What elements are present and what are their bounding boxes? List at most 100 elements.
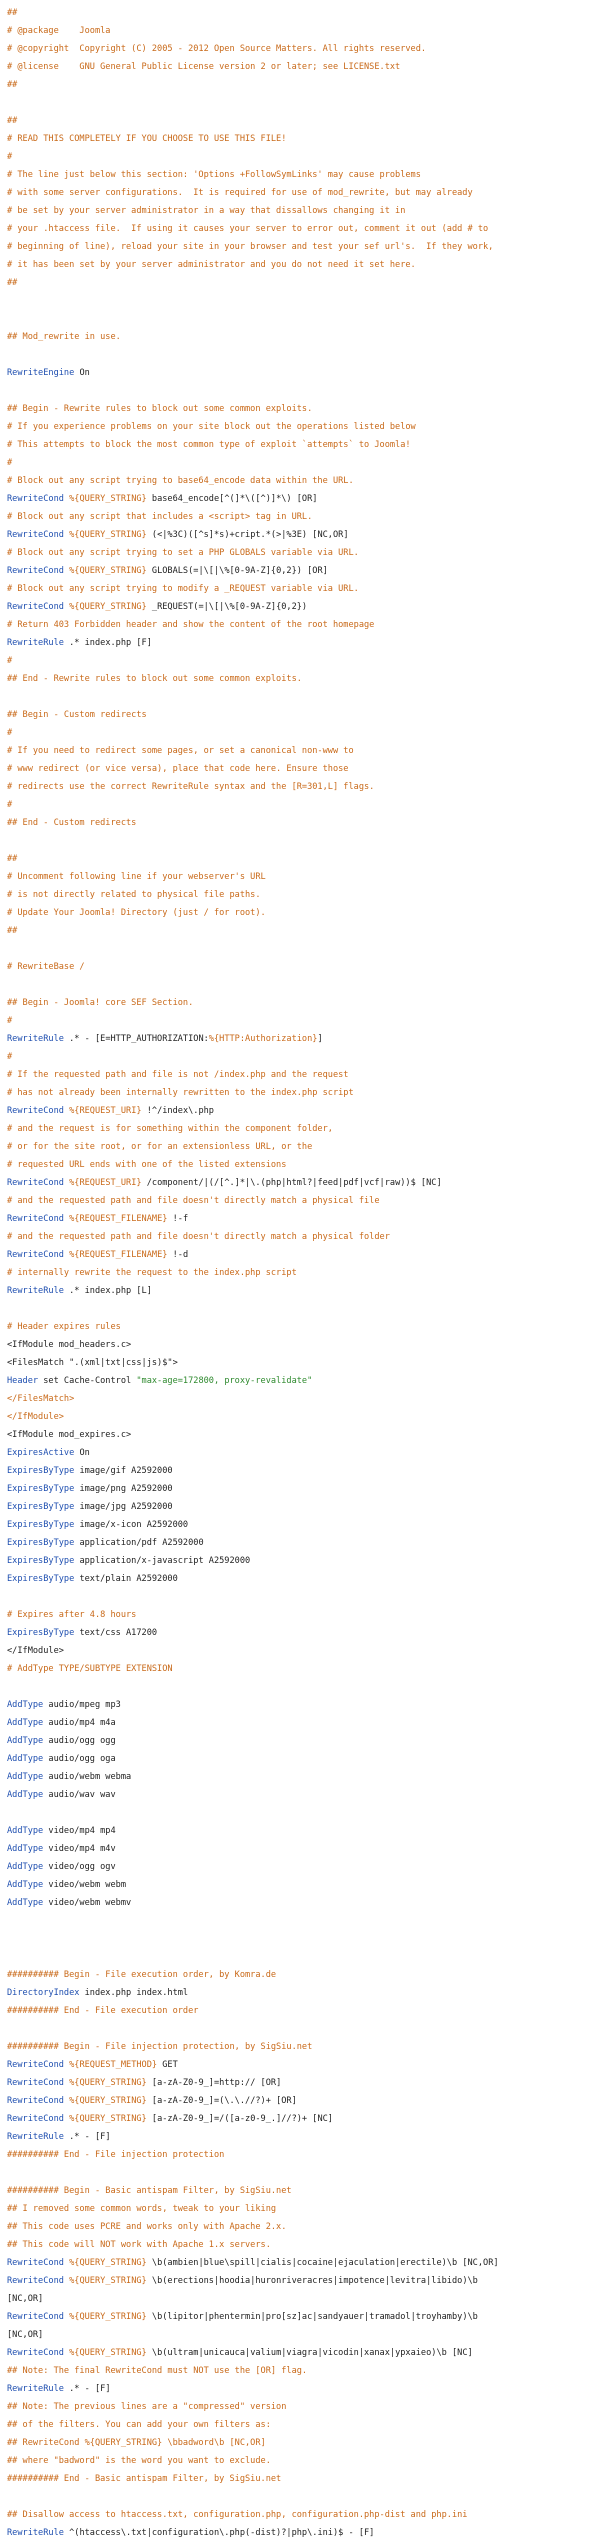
code-line: RewriteCond %{QUERY_STRING} (<|%3C)([^s]…: [7, 526, 600, 544]
comment-token: ## This code will NOT work with Apache 1…: [7, 2240, 271, 2250]
text-token: .* - [E=HTTP_AUTHORIZATION:: [63, 1034, 209, 1044]
code-line: RewriteCond %{QUERY_STRING} \b(ambien|bl…: [7, 2254, 600, 2272]
comment-token: # www redirect (or vice versa), place th…: [7, 764, 349, 774]
text-token: image/x-icon A2592000: [74, 1520, 189, 1530]
code-line: # internally rewrite the request to the …: [7, 1264, 600, 1282]
code-line: ########## End - File injection protecti…: [7, 2146, 600, 2164]
code-line: AddType audio/ogg oga: [7, 1750, 600, 1768]
comment-token: # RewriteBase /: [7, 962, 85, 972]
code-line: RewriteCond %{QUERY_STRING} \b(ultram|un…: [7, 2344, 600, 2362]
text-token: ]: [317, 1034, 323, 1044]
code-line: RewriteCond %{QUERY_STRING} GLOBALS(=|\[…: [7, 562, 600, 580]
comment-token: ## End - Rewrite rules to block out some…: [7, 674, 302, 684]
code-line: </IfModule>: [7, 1408, 600, 1426]
directive-token: Header: [7, 1376, 39, 1386]
code-line: AddType video/mp4 m4v: [7, 1840, 600, 1858]
code-line: # RewriteBase /: [7, 958, 600, 976]
comment-token: ## Begin - Custom redirects: [7, 710, 147, 720]
comment-token: # Block out any script that includes a <…: [7, 512, 313, 522]
comment-token: ########## Begin - File injection protec…: [7, 2042, 313, 2052]
code-line: ########## End - File execution order: [7, 2002, 600, 2020]
code-line: AddType audio/mp4 m4a: [7, 1714, 600, 1732]
comment-token: %{QUERY_STRING}: [69, 530, 147, 540]
comment-token: # Update Your Joomla! Directory (just / …: [7, 908, 266, 918]
text-token: image/gif A2592000: [74, 1466, 173, 1476]
code-line: [7, 2164, 600, 2182]
comment-token: # If the requested path and file is not …: [7, 1070, 349, 1080]
code-line: ##: [7, 922, 600, 940]
comment-token: # @copyright Copyright (C) 2005 - 2012 O…: [7, 44, 427, 54]
text-token: On: [74, 368, 90, 378]
text-token: [NC,OR]: [7, 2330, 44, 2340]
comment-token: # READ THIS COMPLETELY IF YOU CHOOSE TO …: [7, 134, 287, 144]
code-line: RewriteCond %{QUERY_STRING} base64_encod…: [7, 490, 600, 508]
code-line: ## Begin - Custom redirects: [7, 706, 600, 724]
code-line: [7, 940, 600, 958]
directive-token: RewriteCond: [7, 494, 64, 504]
directive-token: RewriteCond: [7, 2096, 64, 2106]
comment-token: # Header expires rules: [7, 1322, 121, 1332]
code-line: #: [7, 724, 600, 742]
comment-token: ## Begin - Rewrite rules to block out so…: [7, 404, 313, 414]
comment-token: # Return 403 Forbidden header and show t…: [7, 620, 375, 630]
comment-token: ########## Begin - File execution order,…: [7, 1970, 277, 1980]
comment-token: # internally rewrite the request to the …: [7, 1268, 297, 1278]
comment-token: # Block out any script trying to base64_…: [7, 476, 354, 486]
directive-token: RewriteCond: [7, 2060, 64, 2070]
comment-token: #: [7, 1016, 13, 1026]
directive-token: ExpiresByType: [7, 1628, 75, 1638]
comment-token: # and the requested path and file doesn'…: [7, 1196, 380, 1206]
code-line: ##: [7, 274, 600, 292]
directive-token: ExpiresActive: [7, 1448, 75, 1458]
code-line: ## I removed some common words, tweak to…: [7, 2200, 600, 2218]
code-line: [7, 292, 600, 310]
comment-token: %{QUERY_STRING}: [69, 2114, 147, 2124]
code-line: #: [7, 796, 600, 814]
text-token: !-f: [167, 1214, 189, 1224]
code-line: RewriteRule .* - [E=HTTP_AUTHORIZATION:%…: [7, 1030, 600, 1048]
directive-token: RewriteCond: [7, 1106, 64, 1116]
text-token: video/mp4 mp4: [43, 1826, 116, 1836]
text-token: [NC,OR]: [7, 2294, 44, 2304]
code-line: ## Mod_rewrite in use.: [7, 328, 600, 346]
text-token: (<|%3C)([^s]*s)+cript.*(>|%3E) [NC,OR]: [146, 530, 349, 540]
text-token: \b(ultram|unicauca|valium|viagra|vicodin…: [146, 2348, 473, 2358]
code-line: #: [7, 1012, 600, 1030]
comment-token: ## where "badword" is the word you want …: [7, 2456, 271, 2466]
code-line: [7, 310, 600, 328]
directive-token: ExpiresByType: [7, 1538, 75, 1548]
comment-token: %{QUERY_STRING}: [69, 566, 147, 576]
comment-token: ## Note: The previous lines are a "compr…: [7, 2402, 287, 2412]
directive-token: AddType: [7, 1772, 44, 1782]
comment-token: </IfModule>: [7, 1412, 64, 1422]
code-line: # redirects use the correct RewriteRule …: [7, 778, 600, 796]
comment-token: #: [7, 728, 13, 738]
text-token: application/x-javascript A2592000: [74, 1556, 251, 1566]
code-line: # Header expires rules: [7, 1318, 600, 1336]
text-token: image/jpg A2592000: [74, 1502, 173, 1512]
comment-token: ## RewriteCond %{QUERY_STRING} \bbadword…: [7, 2438, 266, 2448]
code-line: [7, 382, 600, 400]
comment-token: ## Begin - Joomla! core SEF Section.: [7, 998, 194, 1008]
directive-token: RewriteCond: [7, 2114, 64, 2124]
text-token: video/webm webm: [43, 1880, 127, 1890]
comment-token: # @package Joomla: [7, 26, 111, 36]
code-line: AddType audio/webm webma: [7, 1768, 600, 1786]
code-line: </IfModule>: [7, 1642, 600, 1660]
comment-token: %{REQUEST_FILENAME}: [69, 1250, 168, 1260]
code-line: AddType video/webm webmv: [7, 1894, 600, 1912]
code-line: ExpiresByType text/css A17200: [7, 1624, 600, 1642]
code-line: ExpiresByType image/png A2592000: [7, 1480, 600, 1498]
code-line: [7, 1678, 600, 1696]
directive-token: RewriteCond: [7, 2348, 64, 2358]
code-line: AddType video/webm webm: [7, 1876, 600, 1894]
code-line: # and the requested path and file doesn'…: [7, 1192, 600, 1210]
directive-token: ExpiresByType: [7, 1466, 75, 1476]
code-line: #: [7, 652, 600, 670]
comment-token: # Block out any script trying to set a P…: [7, 548, 359, 558]
text-token: video/webm webmv: [43, 1898, 132, 1908]
code-line: ########## Begin - File execution order,…: [7, 1966, 600, 1984]
comment-token: ##: [7, 854, 18, 864]
comment-token: # or for the site root, or for an extens…: [7, 1142, 313, 1152]
